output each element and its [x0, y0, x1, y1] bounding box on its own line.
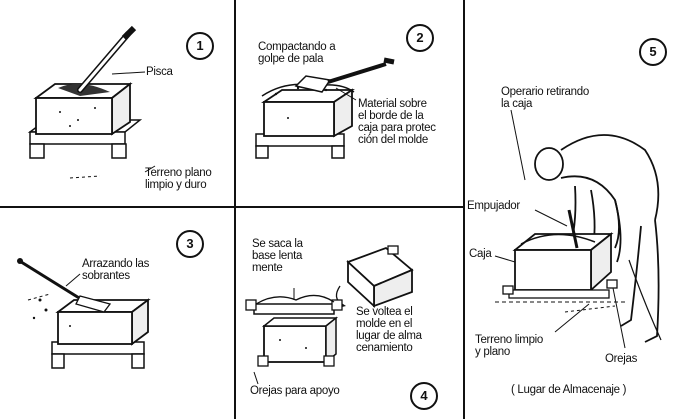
storage-place-label: ( Lugar de Almacenaje ): [511, 384, 627, 396]
ears-label: Orejas: [605, 353, 638, 365]
step-3-number: 3: [176, 230, 204, 258]
vertical-divider-2: [463, 0, 465, 419]
pusher-label: Empujador: [467, 200, 520, 212]
mold-box-illustration: [27, 25, 156, 179]
step-5-panel: 5 Operario retirando la caja Empujador C…: [465, 0, 684, 419]
flip-mold-label: Se voltea el molde en el lugar de alma c…: [356, 306, 422, 354]
step-4-number: 4: [410, 382, 438, 410]
step-5-number: 5: [639, 38, 667, 66]
horizontal-divider: [0, 206, 463, 208]
box-label: Caja: [469, 248, 492, 260]
step-2-number: 2: [406, 24, 434, 52]
step-4-panel: Se saca la base lenta mente Se voltea el…: [236, 208, 463, 419]
remove-base-label: Se saca la base lenta mente: [252, 238, 303, 274]
support-ears-label: Orejas para apoyo: [250, 385, 340, 397]
unmolding-illustration: [245, 245, 414, 385]
leveling-illustration: [17, 258, 151, 369]
step-1-panel: 1 Pisca Terreno plano limpio y duro: [0, 0, 234, 206]
operator-label: Operario retirando la caja: [501, 86, 589, 110]
step-2-panel: 2 Compactando a golpe de pala Material s…: [236, 0, 463, 206]
material-label: Material sobre el borde de la caja para …: [358, 98, 436, 146]
step-3-panel: 3 Arrazando las sobrantes: [0, 208, 234, 419]
leveling-label: Arrazando las sobrantes: [82, 258, 150, 282]
pisca-label: Pisca: [146, 66, 173, 78]
ground-label: Terreno plano limpio y duro: [145, 167, 212, 191]
compacting-label: Compactando a golpe de pala: [258, 41, 336, 65]
clean-ground-label: Terreno limpio y plano: [475, 334, 544, 358]
compacting-illustration: [255, 57, 395, 159]
vertical-divider-1: [234, 0, 236, 419]
operator-illustration: [494, 109, 662, 349]
step-1-number: 1: [186, 32, 214, 60]
